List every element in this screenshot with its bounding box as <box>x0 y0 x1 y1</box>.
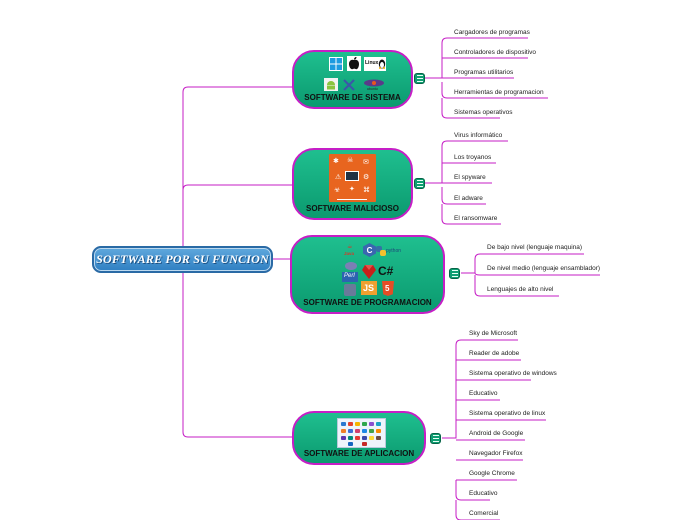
leaf-malicioso-1[interactable]: Virus informático <box>454 132 503 139</box>
leaf-malicioso-4[interactable]: El adware <box>454 195 483 202</box>
leaf-programacion-2[interactable]: De nivel medio (lenguaje ensamblador) <box>487 265 601 272</box>
leaf-aplicacion-8[interactable]: Google Chrome <box>469 470 515 477</box>
branch-node-programacion[interactable]: ☕ Java C python Perl C# JS 5 <box>290 235 445 314</box>
malware-collage-icon: ✱ ☠ ✉ ⚠ ⚙ ☣ ✦ ⌘ <box>329 154 376 202</box>
collapse-toggle-aplicacion[interactable] <box>430 433 441 444</box>
svg-text:C: C <box>367 246 373 255</box>
branch-node-malicioso[interactable]: ✱ ☠ ✉ ⚠ ⚙ ☣ ✦ ⌘ SOFTWARE MALICIOSO <box>292 148 413 220</box>
collapse-toggle-programacion[interactable] <box>449 268 460 279</box>
branch-label-sistema: SOFTWARE DE SISTEMA <box>304 93 401 102</box>
windows-logo-icon <box>329 57 343 71</box>
root-node[interactable]: SOFTWARE POR SU FUNCION <box>92 246 273 273</box>
root-title: SOFTWARE POR SU FUNCION <box>96 252 269 266</box>
collapse-toggle-sistema[interactable] <box>414 73 425 84</box>
c-logo-icon: C <box>363 243 376 257</box>
php-logo-icon <box>345 262 357 270</box>
linux-logo-icon: Linux <box>364 57 386 71</box>
branch-node-sistema[interactable]: Linux ubuntu SOFTWARE DE SISTEMA <box>292 50 413 109</box>
programacion-logos: ☕ Java C python Perl C# JS 5 <box>292 237 447 299</box>
leaf-aplicacion-2[interactable]: Reader de adobe <box>469 350 520 357</box>
tools-icon <box>343 79 355 91</box>
perl-logo-icon: Perl <box>342 272 358 282</box>
python-logo-icon: python <box>376 245 401 257</box>
leaf-aplicacion-5[interactable]: Sistema operativo de linux <box>469 410 546 417</box>
leaf-sistema-5[interactable]: Sistemas operativos <box>454 109 513 116</box>
leaf-sistema-3[interactable]: Programas utilitarios <box>454 69 514 76</box>
branch-label-programacion: SOFTWARE DE PROGRAMACION <box>303 298 432 307</box>
branch-label-aplicacion: SOFTWARE DE APLICACION <box>303 449 415 458</box>
ruby-logo-icon <box>362 265 376 279</box>
leaf-aplicacion-10[interactable]: Comercial <box>469 510 499 517</box>
connector-root-aplicacion <box>182 259 292 438</box>
leaf-malicioso-5[interactable]: El ransomware <box>454 215 498 222</box>
leaf-aplicacion-6[interactable]: Android de Google <box>469 430 524 437</box>
java-logo-icon: ☕ Java <box>344 244 355 256</box>
leaf-malicioso-3[interactable]: El spyware <box>454 174 486 181</box>
leaf-sistema-1[interactable]: Cargadores de programas <box>454 29 530 36</box>
collapse-toggle-malicioso[interactable] <box>414 178 425 189</box>
cpp-mark-icon <box>344 284 356 296</box>
applications-collage-icon <box>337 418 386 448</box>
leaf-programacion-1[interactable]: De bajo nivel (lenguaje maquina) <box>487 244 583 251</box>
html5-logo-icon: 5 <box>382 281 394 296</box>
branch-node-aplicacion[interactable]: SOFTWARE DE APLICACION <box>292 411 426 465</box>
leaf-programacion-3[interactable]: Lenguajes de alto nivel <box>487 286 554 293</box>
leaf-aplicacion-3[interactable]: Sistema operativo de windows <box>469 370 557 377</box>
connector-root-malicioso <box>182 184 292 191</box>
csharp-logo-icon: C# <box>378 264 394 278</box>
leaf-malicioso-2[interactable]: Los troyanos <box>454 154 492 161</box>
sistema-logos: Linux ubuntu <box>294 52 415 98</box>
apple-logo-icon <box>347 56 361 71</box>
connector-root-sistema <box>182 86 292 260</box>
ubuntu-logo-icon: ubuntu <box>362 78 386 92</box>
leaf-sistema-2[interactable]: Controladores de dispositivo <box>454 49 537 56</box>
leaf-aplicacion-7[interactable]: Navegador Firefox <box>469 450 523 457</box>
leaf-aplicacion-4[interactable]: Educativo <box>469 390 498 397</box>
leaf-aplicacion-1[interactable]: Sky de Microsoft <box>469 330 518 337</box>
leaf-aplicacion-9[interactable]: Educativo <box>469 490 498 497</box>
leaf-sistema-4[interactable]: Herramientas de programacion <box>454 89 544 96</box>
android-logo-icon <box>324 78 338 91</box>
branch-label-malicioso: SOFTWARE MALICIOSO <box>306 204 399 213</box>
js-logo-icon: JS <box>361 281 377 295</box>
